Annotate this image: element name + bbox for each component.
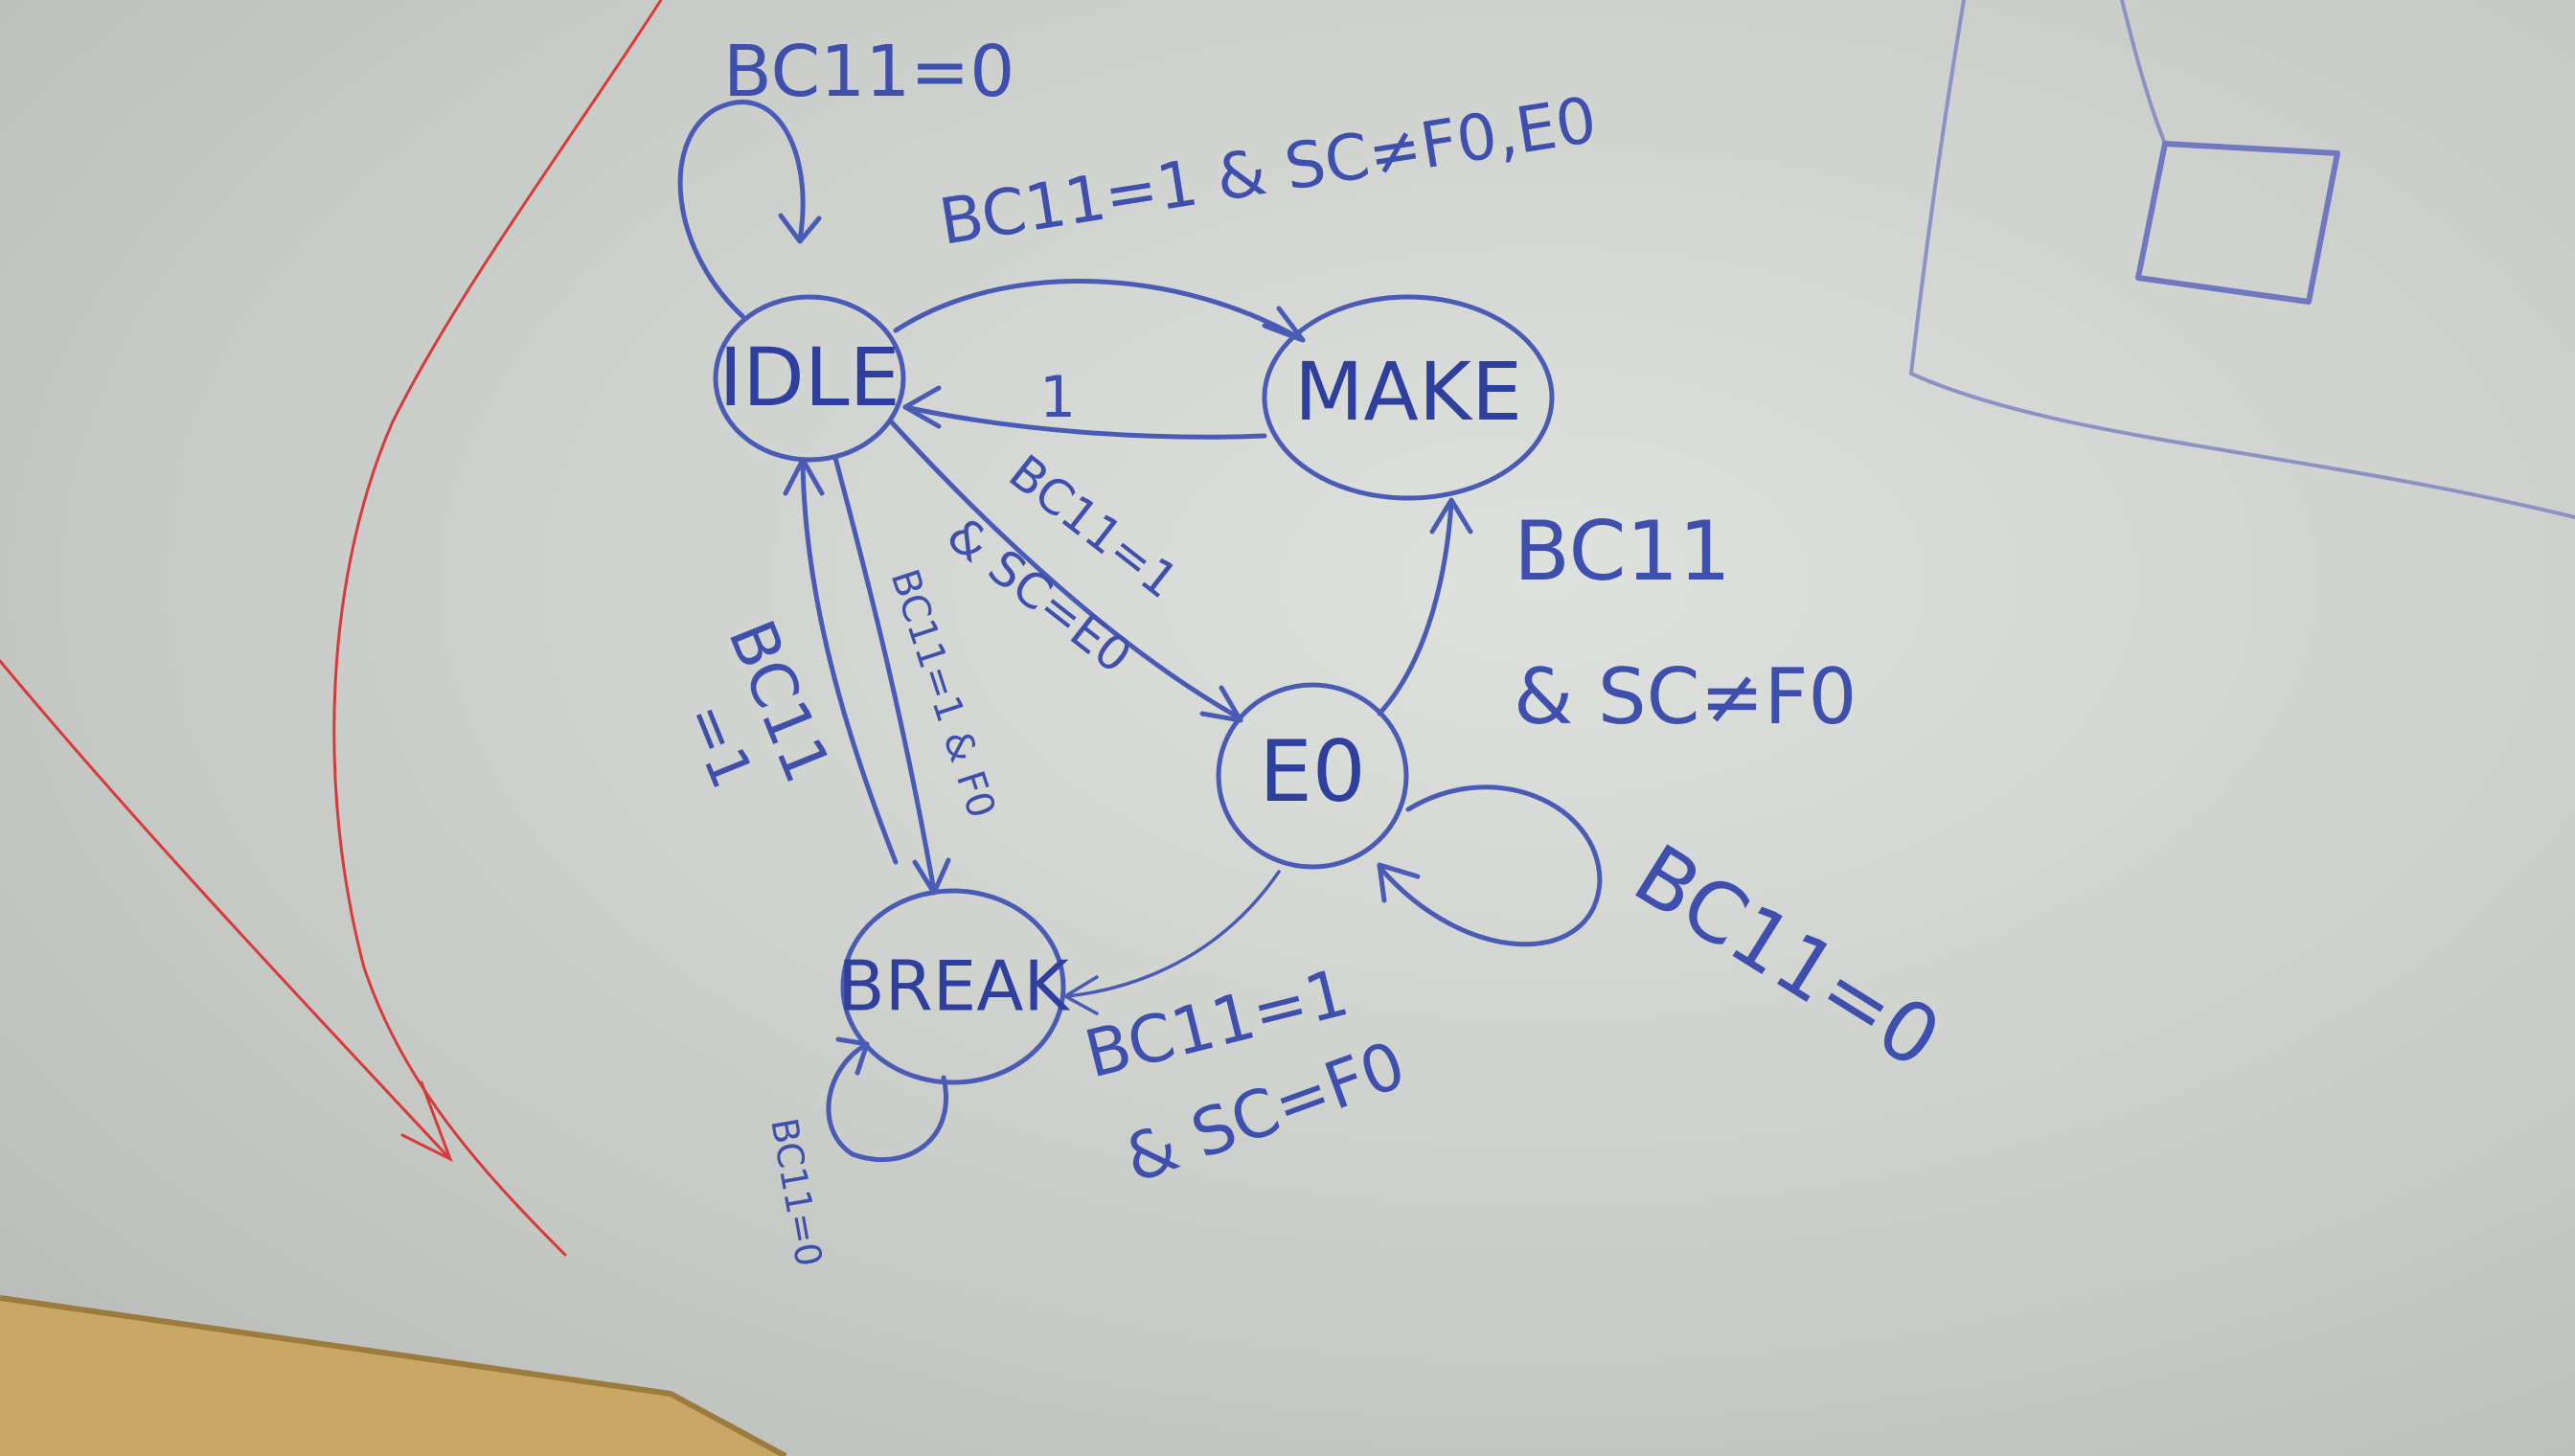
arrowhead-icon xyxy=(1199,685,1243,723)
arrowhead-icon xyxy=(835,1036,870,1076)
faint-sketch xyxy=(1908,0,2575,519)
transition-idle-self xyxy=(677,100,806,319)
square-sketch xyxy=(2135,141,2340,305)
red-arrow-icon xyxy=(400,1081,453,1163)
transition-idle-to-make xyxy=(893,279,1306,343)
arrowhead-icon xyxy=(783,457,825,496)
state-break xyxy=(840,888,1066,1085)
label-break-self: BC11=0 xyxy=(763,1115,830,1270)
transition-e0-self xyxy=(1377,785,1603,947)
arrowhead-icon xyxy=(912,857,951,896)
arrowhead-icon xyxy=(1262,306,1306,343)
transition-idle-to-break xyxy=(832,455,937,894)
arrowhead-icon xyxy=(902,385,942,429)
label-idle-to-break: BC11=1 & F0 xyxy=(881,564,1003,824)
transition-break-self xyxy=(826,1041,948,1163)
label-e0-to-make-line1: BC11 xyxy=(1514,504,1731,600)
whiteboard-frame xyxy=(0,1298,786,1456)
state-break-label: BREAK xyxy=(837,946,1070,1027)
arrowhead-icon xyxy=(1063,975,1099,1015)
transition-e0-to-break xyxy=(1066,870,1281,998)
transition-break-to-idle xyxy=(800,459,899,865)
arrowhead-icon xyxy=(1377,862,1421,903)
label-e0-self: BC11=0 xyxy=(1618,827,1956,1087)
label-idle-to-make: BC11=1 & SC≠F0,E0 xyxy=(934,82,1601,259)
red-marker-line xyxy=(0,659,452,1161)
faint-sketch xyxy=(2120,0,2167,146)
red-marker-line xyxy=(332,0,663,1257)
state-make xyxy=(1262,294,1555,501)
state-e0 xyxy=(1216,682,1409,870)
state-idle xyxy=(713,294,906,463)
arrowhead-icon xyxy=(1429,497,1473,535)
arrowhead-icon xyxy=(778,213,822,244)
transition-idle-to-e0 xyxy=(888,419,1243,721)
label-e0-to-make-line2: & SC≠F0 xyxy=(1514,652,1857,741)
state-idle-label: IDLE xyxy=(718,330,900,424)
state-make-label: MAKE xyxy=(1294,345,1522,439)
transition-make-to-idle xyxy=(902,404,1267,440)
state-e0-label: E0 xyxy=(1259,722,1366,821)
transition-e0-to-make xyxy=(1377,500,1454,717)
label-make-to-idle: 1 xyxy=(1039,364,1076,431)
label-idle-self: BC11=0 xyxy=(723,31,1014,113)
